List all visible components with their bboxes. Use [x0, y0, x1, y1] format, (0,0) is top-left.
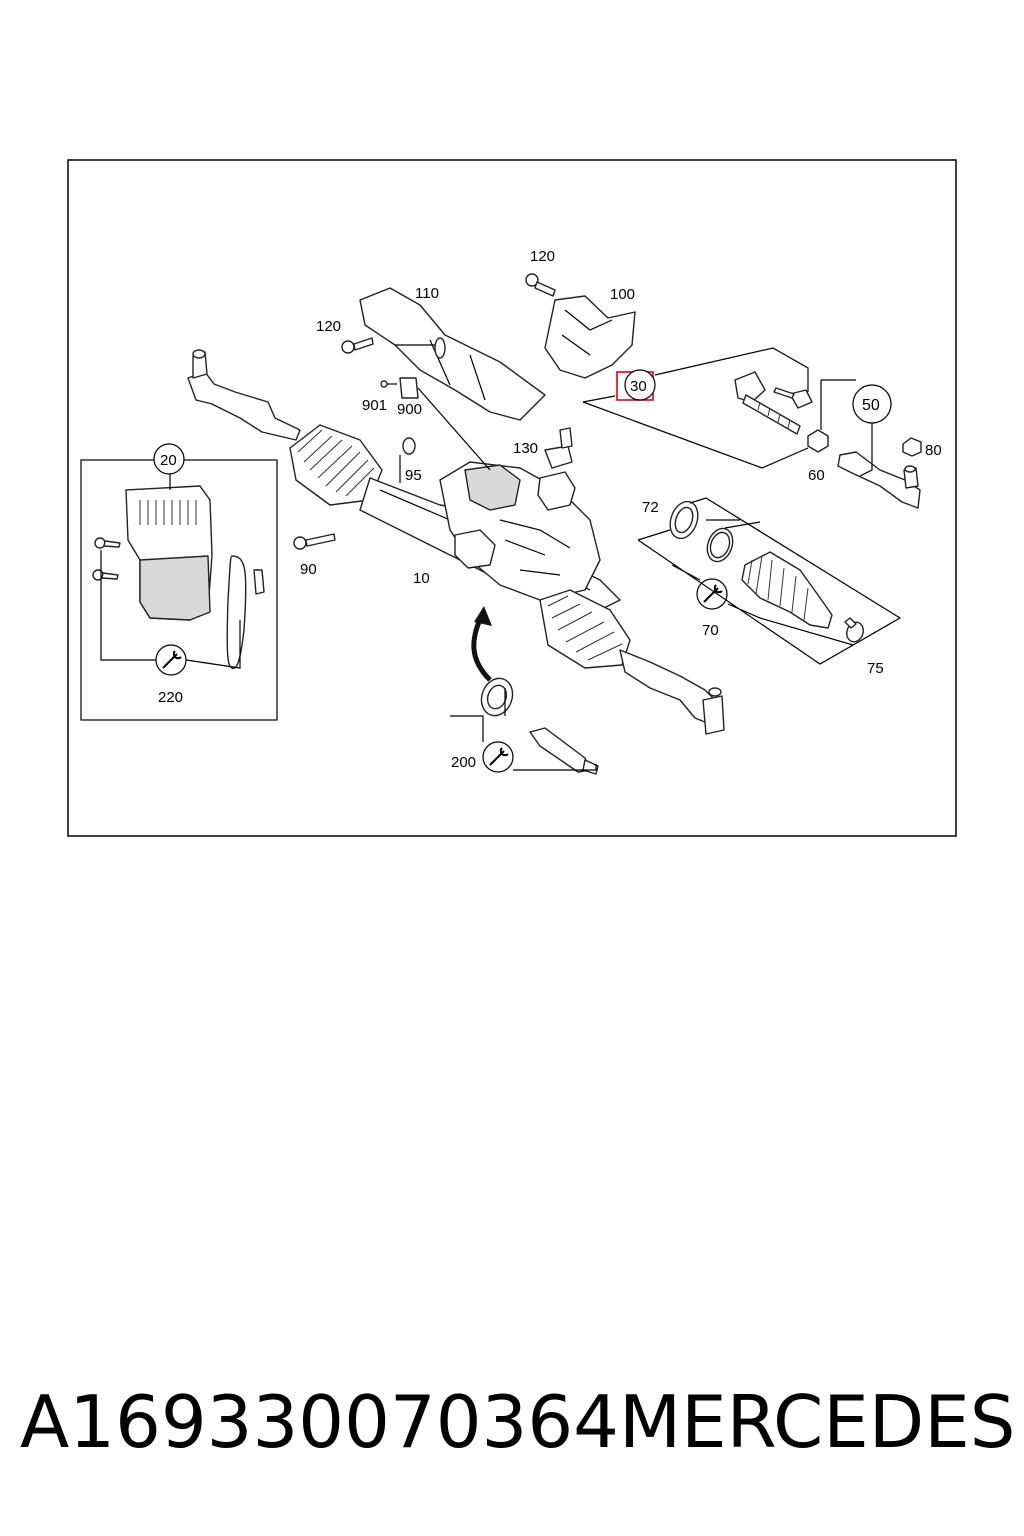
label-20: 20: [160, 452, 177, 469]
label-10: 10: [413, 570, 430, 587]
label-100: 100: [610, 286, 635, 303]
nut-60: [807, 429, 829, 453]
wrench-icon: [696, 578, 728, 610]
tie-rod-kit-30: [734, 371, 813, 435]
ring-72: [669, 500, 699, 540]
screw-20b: [92, 569, 119, 581]
clamp-75: [844, 617, 864, 643]
callout-circle-50: [852, 384, 892, 424]
label-901: 901: [362, 397, 387, 414]
label-72: 72: [642, 499, 659, 516]
label-130: 130: [513, 440, 538, 457]
callout-circle-20: [153, 443, 185, 475]
part-number: A169330070364: [20, 1380, 619, 1464]
label-110: 110: [415, 285, 439, 302]
wrench-icon: [482, 741, 514, 773]
bolt-120-top: [525, 273, 556, 297]
screw-20a: [94, 537, 121, 549]
nut-80: [902, 437, 922, 457]
brand-name: MERCEDES: [618, 1380, 1016, 1464]
clip-900: [380, 377, 419, 399]
motor-unit-20: [125, 485, 265, 670]
label-75: 75: [867, 660, 884, 677]
label-200: 200: [451, 754, 476, 771]
label-70: 70: [702, 622, 719, 639]
label-80: 80: [925, 442, 942, 459]
bolt-120-left: [341, 337, 374, 354]
label-220: 220: [158, 689, 183, 706]
shield-100: [544, 295, 636, 379]
cap-130: [544, 427, 573, 469]
nut-95: [402, 437, 416, 455]
label-60: 60: [808, 467, 825, 484]
leader-lines: [100, 347, 902, 771]
part-info-footer: A169330070364 MERCEDES: [20, 1372, 1015, 1472]
label-90: 90: [300, 561, 317, 578]
label-95: 95: [405, 467, 422, 484]
callout-circle-30: [624, 369, 656, 401]
label-120-left: 120: [316, 318, 341, 335]
label-120-top: 120: [530, 248, 555, 265]
label-30: 30: [630, 378, 647, 395]
steering-rack-10: [187, 349, 725, 735]
bolt-90: [293, 533, 336, 550]
ring-70b: [706, 527, 734, 563]
wrench-icon: [155, 644, 187, 676]
label-900: 900: [397, 401, 422, 418]
boot-70: [741, 551, 833, 629]
cover-110: [359, 287, 546, 421]
label-50: 50: [862, 397, 880, 414]
